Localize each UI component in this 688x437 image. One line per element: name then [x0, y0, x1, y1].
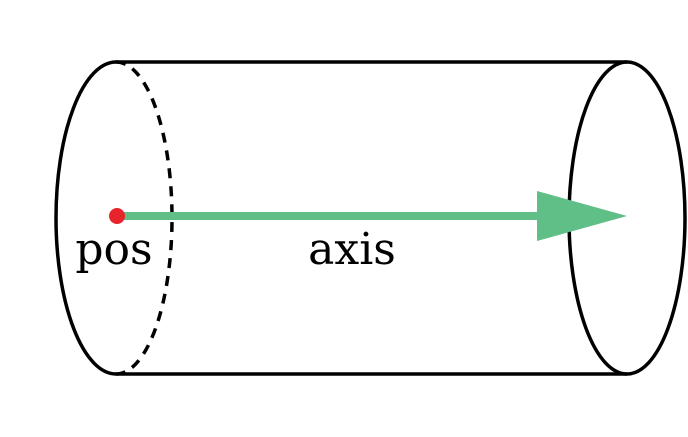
- position-point: [109, 208, 125, 224]
- axis-label: axis: [308, 224, 396, 275]
- left-cap-visible-arc: [54, 60, 117, 376]
- axis-arrow-head: [537, 191, 627, 241]
- position-label: pos: [75, 224, 152, 275]
